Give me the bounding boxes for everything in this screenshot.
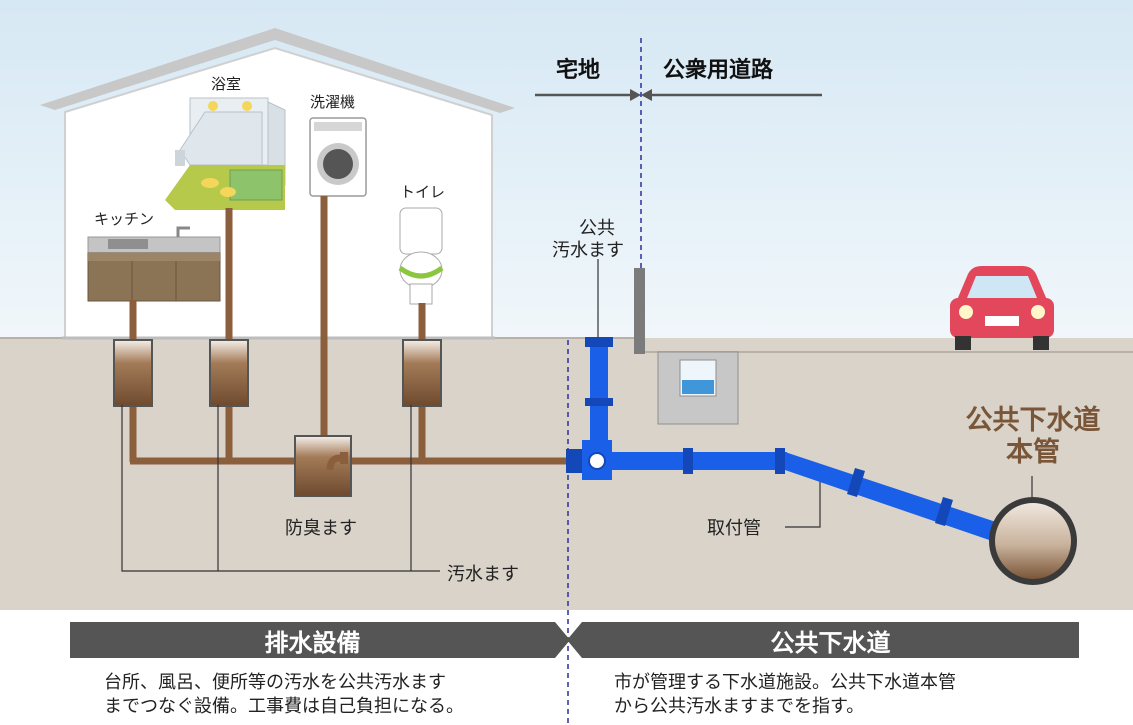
kitchen-illustration	[87, 226, 221, 302]
bathroom-label: 浴室	[211, 75, 242, 93]
washing-machine-illustration	[309, 117, 367, 197]
drainage-facility-description: 台所、風呂、便所等の汚水を公共汚水ます までつなぐ設備。工事費は自己負担になる。	[104, 671, 464, 719]
drainage-facility-banner: 排水設備	[264, 628, 361, 657]
public-inlet-label-line2: 汚水ます	[552, 240, 624, 261]
boundary-arrows	[535, 89, 822, 101]
public-inlet	[634, 268, 739, 425]
public-sewer-banner: 公共下水道	[770, 628, 891, 657]
sewer-main-label-line1: 公共下水道	[965, 405, 1101, 436]
toilet-illustration	[398, 207, 444, 305]
banner-right-shape	[567, 622, 1079, 658]
car-illustration	[950, 266, 1054, 350]
leader-lines	[121, 259, 1033, 572]
ground	[0, 338, 1133, 610]
public-sewer-desc-line1: 市が管理する下水道施設。公共下水道本管	[614, 672, 956, 693]
drainage-desc-line2: までつなぐ設備。工事費は自己負担になる。	[104, 696, 464, 717]
trap-inlet-label: 防臭ます	[285, 518, 357, 539]
public-road-label: 公衆用道路	[663, 58, 774, 83]
banner-left-shape	[70, 622, 570, 658]
sewer-main-label-line2: 本管	[1006, 437, 1060, 468]
connection-pipe-label: 取付管	[707, 518, 761, 539]
drainage-desc-line1: 台所、風呂、便所等の汚水を公共汚水ます	[104, 672, 446, 693]
sewer-main	[989, 497, 1077, 585]
public-inlet-label-line1: 公共	[579, 218, 615, 239]
sewer-main-label: 公共下水道 本管	[952, 405, 1114, 469]
public-sewer-desc-line2: から公共汚水ますまでを指す。	[614, 696, 865, 717]
residential-land-label: 宅地	[556, 58, 601, 83]
sewage-inlet-label: 汚水ます	[447, 564, 519, 585]
washing-machine-label: 洗濯機	[310, 93, 356, 111]
public-sewer-description: 市が管理する下水道施設。公共下水道本管 から公共汚水ますまでを指す。	[614, 671, 956, 719]
sewage-inlets	[113, 339, 442, 497]
toilet-label: トイレ	[400, 183, 446, 201]
bathroom-illustration	[165, 97, 286, 210]
public-connection-pipe	[566, 337, 1005, 543]
kitchen-label: キッチン	[94, 210, 155, 228]
